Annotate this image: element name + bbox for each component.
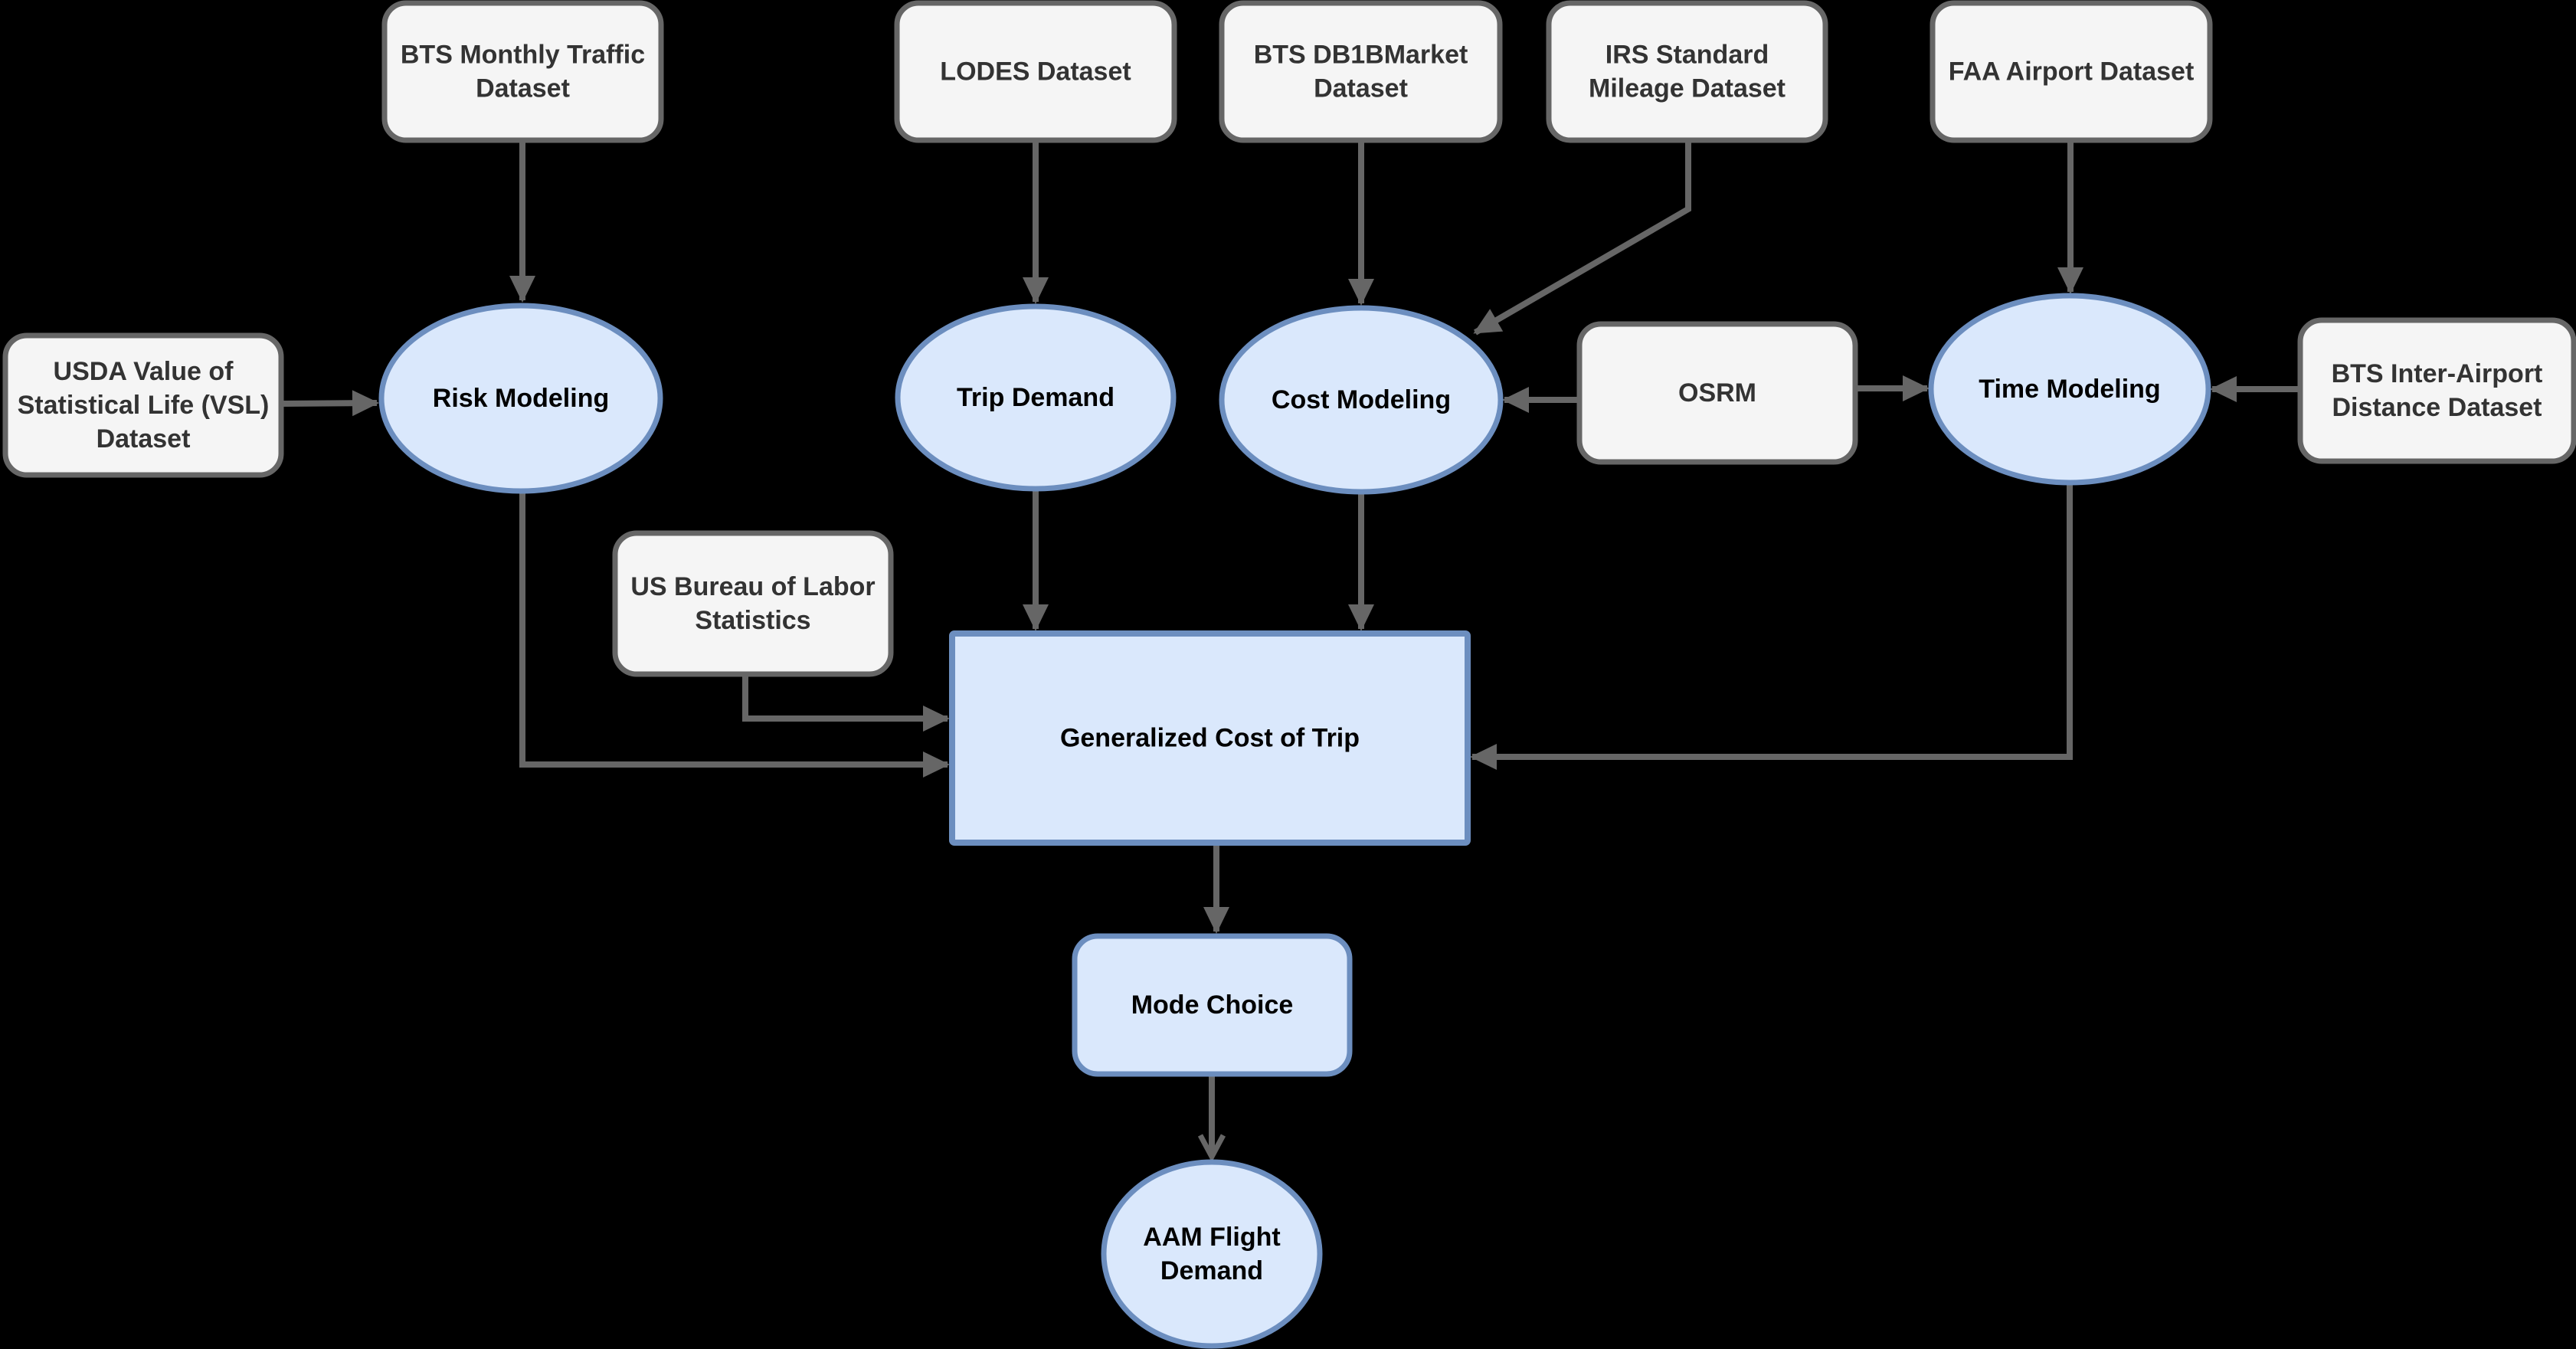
- trip-demand-node[interactable]: Trip Demand: [895, 303, 1177, 492]
- faa-airport-dataset-node[interactable]: FAA Airport Dataset: [1930, 0, 2213, 143]
- bts-monthly-traffic-dataset-shape[interactable]: [381, 0, 664, 143]
- faa-airport-dataset-shape[interactable]: [1930, 0, 2213, 143]
- trip-demand-shape[interactable]: [895, 303, 1177, 492]
- cost-modeling-node[interactable]: Cost Modeling: [1219, 305, 1504, 495]
- time-modeling-node[interactable]: Time Modeling: [1928, 293, 2211, 486]
- edge-risk-to-gcost: [519, 492, 950, 778]
- osrm-node[interactable]: OSRM: [1576, 321, 1858, 465]
- edge-irs-to-cost: [1473, 140, 1691, 336]
- edge-usbls-to-gcost: [742, 674, 950, 732]
- risk-modeling-node[interactable]: Risk Modeling: [378, 303, 663, 494]
- aam-flight-demand-shape[interactable]: [1101, 1159, 1323, 1349]
- lodes-dataset-shape[interactable]: [894, 0, 1177, 143]
- generalized-cost-of-trip-shape[interactable]: [949, 630, 1471, 846]
- mode-choice-node[interactable]: Mode Choice: [1072, 933, 1353, 1077]
- irs-standard-mileage-dataset-shape[interactable]: [1546, 0, 1828, 143]
- edge-time-to-gcost: [1470, 483, 2073, 770]
- edge-usda-to-risk: [280, 390, 379, 417]
- generalized-cost-of-trip-node[interactable]: Generalized Cost of Trip: [949, 630, 1471, 846]
- bts-db1bmarket-dataset-shape[interactable]: [1219, 0, 1503, 143]
- edges-layer: [280, 140, 2300, 1155]
- cost-modeling-shape[interactable]: [1219, 305, 1504, 495]
- usda-vsl-dataset-shape[interactable]: [2, 332, 284, 478]
- bts-inter-airport-distance-dataset-shape[interactable]: [2297, 317, 2576, 464]
- risk-modeling-shape[interactable]: [378, 303, 663, 494]
- mode-choice-shape[interactable]: [1072, 933, 1353, 1077]
- us-bureau-of-labor-statistics-shape[interactable]: [612, 530, 894, 677]
- lodes-dataset-node[interactable]: LODES Dataset: [894, 0, 1177, 143]
- time-modeling-shape[interactable]: [1928, 293, 2211, 486]
- osrm-shape[interactable]: [1576, 321, 1858, 465]
